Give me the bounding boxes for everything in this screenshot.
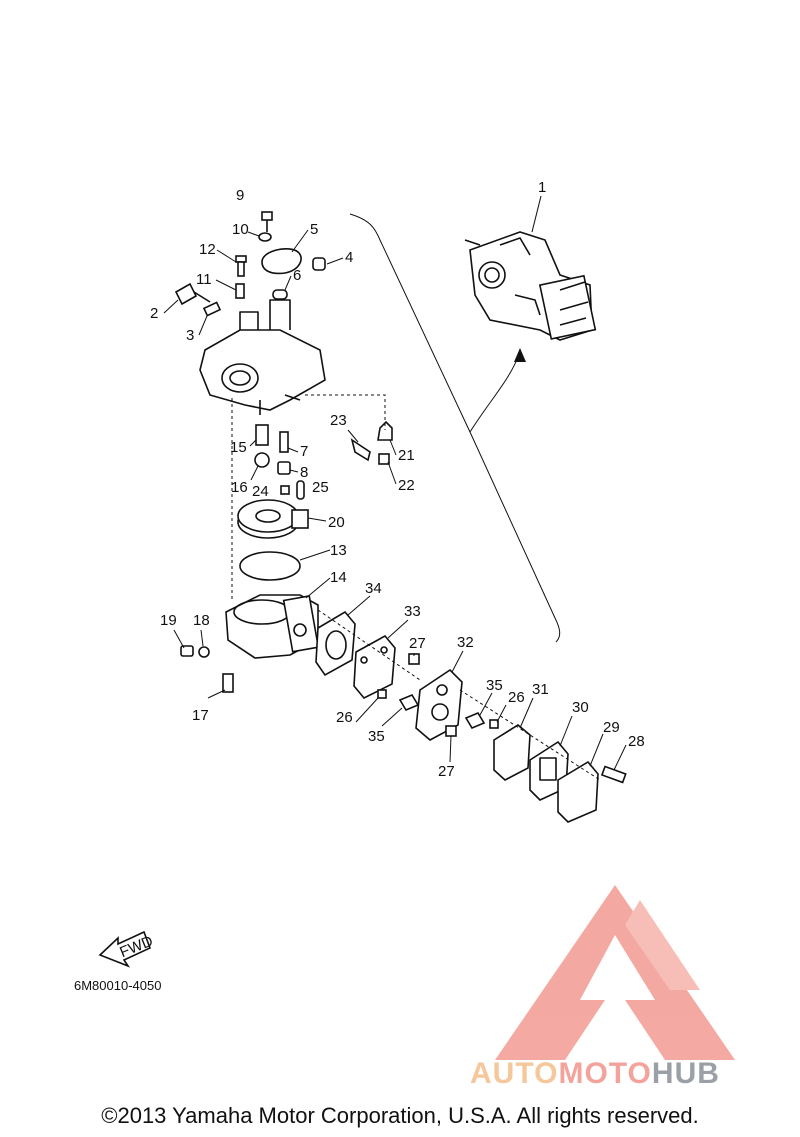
callout-28: 28 <box>628 733 645 750</box>
screw-part-26b <box>489 719 499 729</box>
brand-hub: HUB <box>651 1057 720 1090</box>
callout-27a: 27 <box>409 635 426 652</box>
diaphragm-part-33 <box>353 634 396 699</box>
callout-3: 3 <box>186 327 194 344</box>
screw-part-26a <box>377 689 387 699</box>
callout-24: 24 <box>252 483 269 500</box>
jet-part-8 <box>277 461 291 475</box>
callout-30: 30 <box>572 699 589 716</box>
plug-part-24 <box>280 485 290 495</box>
callout-11: 11 <box>196 271 212 288</box>
callout-1: 1 <box>538 179 546 196</box>
callout-26a: 26 <box>336 709 353 726</box>
callout-4: 4 <box>345 249 353 266</box>
pin-part-25 <box>296 480 305 500</box>
assembly-arrow-line <box>469 351 521 433</box>
check-valve-part-27b <box>445 725 457 737</box>
callout-17: 17 <box>192 707 209 724</box>
callout-10: 10 <box>232 221 249 238</box>
brand-moto: MOTO <box>558 1057 652 1090</box>
automotohub-logo-mark <box>495 885 735 1060</box>
jet-part-15 <box>255 424 269 446</box>
plunger-part-6 <box>272 289 288 300</box>
callout-31: 31 <box>532 681 549 698</box>
callout-23: 23 <box>330 412 347 429</box>
callout-13: 13 <box>330 542 347 559</box>
automotohub-wordmark: AUTOMOTOHUB <box>470 1057 720 1091</box>
callout-7: 7 <box>300 443 308 460</box>
callout-leaders <box>163 195 627 771</box>
callout-21: 21 <box>398 447 415 464</box>
nozzle-part-16 <box>254 452 270 468</box>
screw-part-28 <box>600 765 627 784</box>
callout-34: 34 <box>365 580 382 597</box>
drain-screw-part-19 <box>180 645 194 657</box>
callout-32: 32 <box>457 634 474 651</box>
gasket-part-31 <box>493 724 531 781</box>
callout-29: 29 <box>603 719 620 736</box>
gasket-part-13 <box>239 551 301 581</box>
float-chamber-part-14 <box>225 594 320 659</box>
callout-12: 12 <box>199 241 216 258</box>
callout-35a: 35 <box>486 677 503 694</box>
dashed-leader <box>231 394 601 781</box>
brand-auto: AUTO <box>470 1057 559 1090</box>
callout-22: 22 <box>398 477 415 494</box>
callout-33: 33 <box>404 603 421 620</box>
callout-27b: 27 <box>438 763 455 780</box>
callout-2: 2 <box>150 305 158 322</box>
callout-labels: 1 2 3 4 5 6 7 8 9 10 11 12 13 14 15 16 1… <box>150 179 645 780</box>
screw-part-12 <box>235 255 247 277</box>
fitting-part-35a <box>398 693 420 712</box>
part-diagram-code: 6M80010-4050 <box>74 978 162 993</box>
screw-part-17 <box>222 673 234 693</box>
jet-part-7 <box>279 431 289 453</box>
callout-35b: 35 <box>368 728 385 745</box>
gasket-part-18 <box>198 646 210 658</box>
cover-part-5 <box>261 248 302 275</box>
washer-part-10 <box>258 232 272 242</box>
screw-part-9 <box>261 211 273 232</box>
screw-part-2 <box>174 282 211 306</box>
float-part-20 <box>237 499 309 539</box>
fwd-arrow-icon: FWD <box>98 930 156 968</box>
clip-part-23 <box>350 438 371 462</box>
callout-26b: 26 <box>508 689 525 706</box>
needle-valve-part-21 <box>377 420 393 441</box>
seat-part-22 <box>378 453 390 465</box>
fitting-part-35b <box>464 711 486 730</box>
carburetor-body <box>199 299 326 415</box>
spring-part-11 <box>235 283 245 299</box>
gasket-part-34 <box>315 610 356 677</box>
cover-part-29 <box>557 760 599 823</box>
callout-14: 14 <box>330 569 347 586</box>
callout-9: 9 <box>236 187 244 204</box>
callout-25: 25 <box>312 479 329 496</box>
pump-body-part-32 <box>415 668 463 741</box>
arrow-head-icon <box>514 348 526 362</box>
spring-part-3 <box>202 301 222 317</box>
carburetor-assembly-part-1 <box>464 231 597 341</box>
callout-20: 20 <box>328 514 345 531</box>
callout-19: 19 <box>160 612 177 629</box>
copyright-notice: ©2013 Yamaha Motor Corporation, U.S.A. A… <box>101 1103 699 1128</box>
callout-8: 8 <box>300 464 308 481</box>
callout-16: 16 <box>231 479 248 496</box>
callout-15: 15 <box>230 439 247 456</box>
cap-part-4 <box>312 257 326 271</box>
fwd-label: FWD <box>117 933 155 962</box>
callout-18: 18 <box>193 612 210 629</box>
callout-6: 6 <box>293 267 301 284</box>
callout-5: 5 <box>310 221 318 238</box>
